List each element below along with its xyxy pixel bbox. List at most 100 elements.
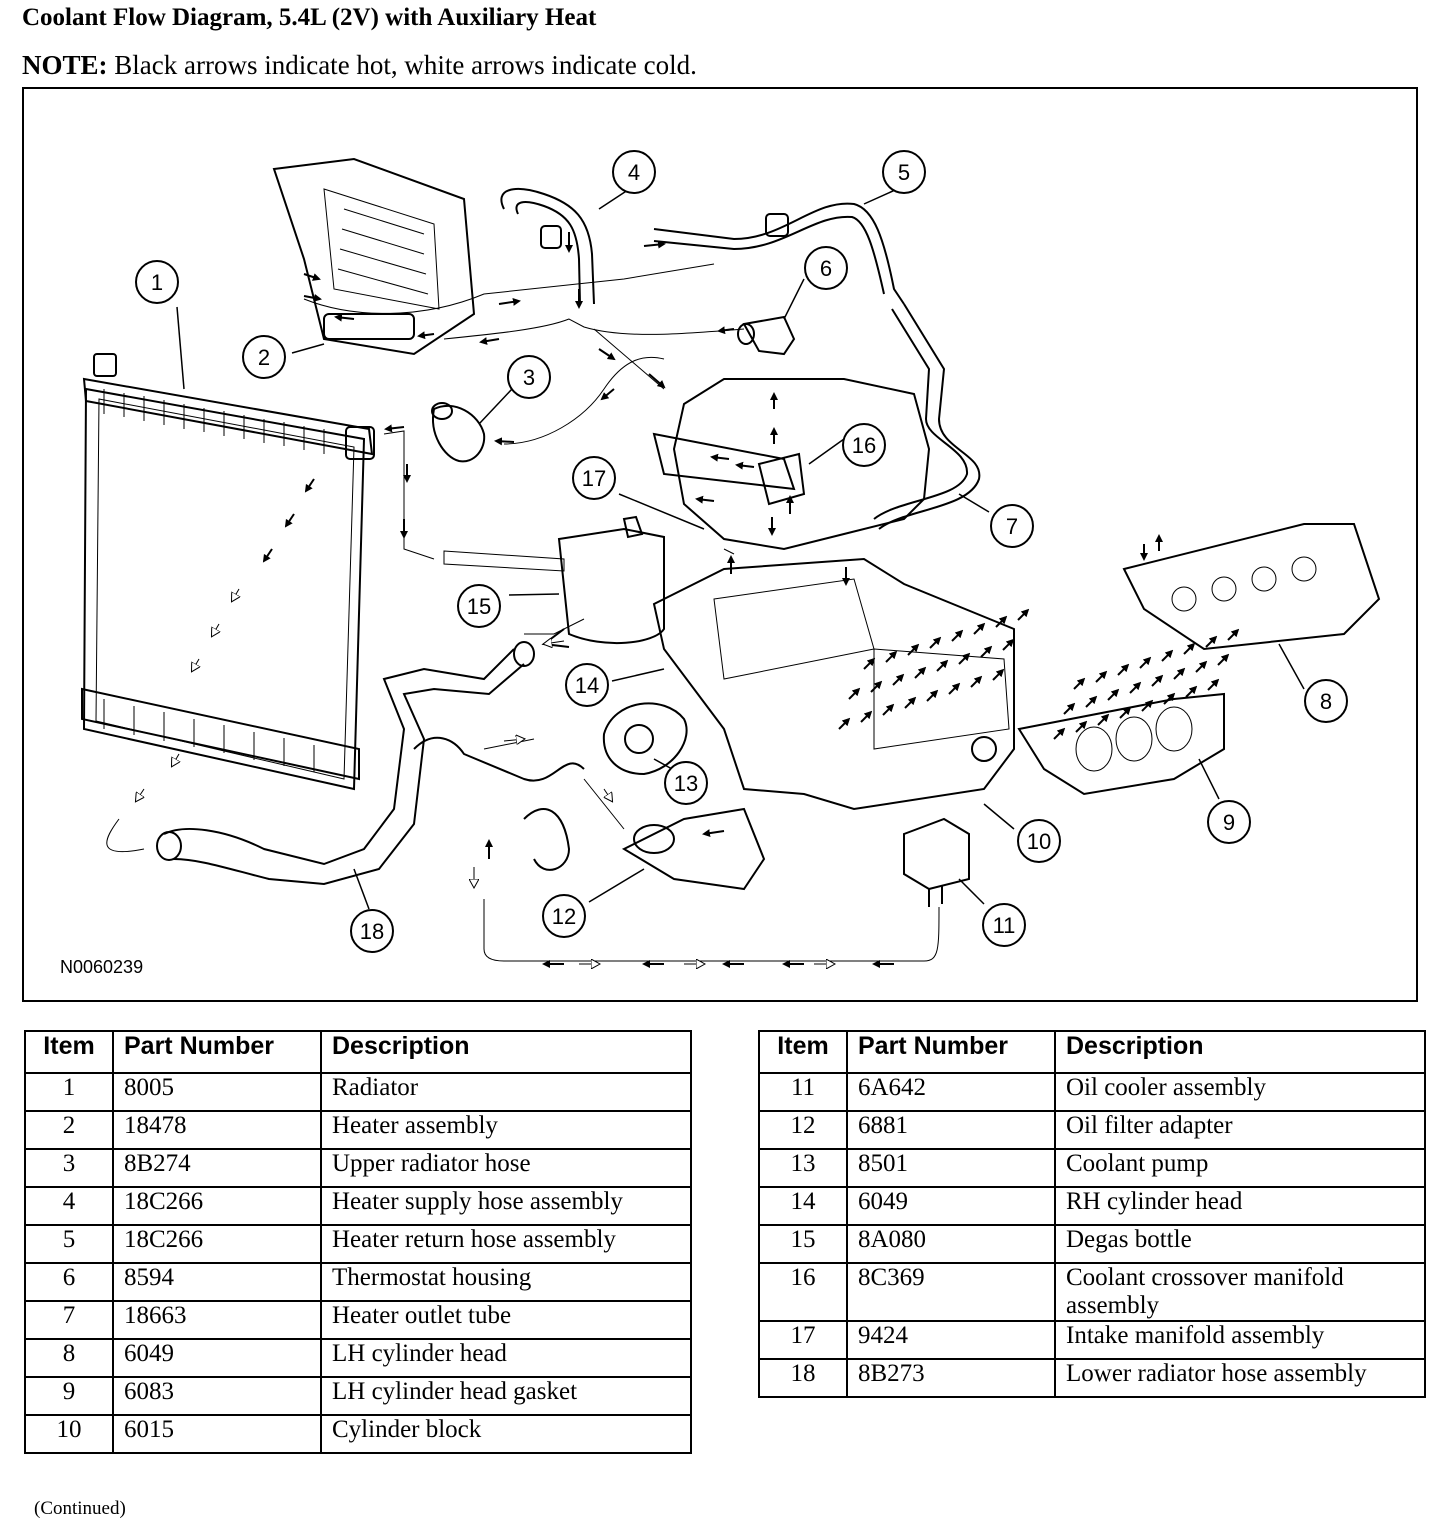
table-cell-part-number: 18663 bbox=[112, 1300, 322, 1340]
table-cell-item: 15 bbox=[758, 1224, 848, 1264]
callout-number: 9 bbox=[1223, 810, 1235, 835]
table-cell-item: 10 bbox=[24, 1414, 114, 1454]
lh-cylinder-head-drawing bbox=[1122, 523, 1381, 651]
table-cell-description: Heater supply hose assembly bbox=[320, 1186, 692, 1226]
coolant-pump-drawing bbox=[602, 702, 688, 776]
hot-flow-arrow bbox=[1183, 642, 1196, 655]
oil-cooler-drawing bbox=[903, 817, 970, 907]
callout-number: 13 bbox=[674, 771, 698, 796]
table-cell-part-number: 6083 bbox=[112, 1376, 322, 1416]
hot-flow-arrow bbox=[870, 680, 883, 693]
hot-flow-arrow bbox=[882, 703, 895, 716]
callout-1: 1 bbox=[135, 260, 179, 304]
hot-flow-arrow bbox=[860, 710, 873, 723]
column-header-part-number: Part Number bbox=[846, 1030, 1056, 1074]
callout-7: 7 bbox=[990, 504, 1034, 548]
callout-number: 18 bbox=[360, 919, 384, 944]
table-cell-item: 1 bbox=[24, 1072, 114, 1112]
hot-flow-arrow bbox=[1119, 706, 1132, 719]
callout-number: 10 bbox=[1027, 829, 1051, 854]
hot-flow-arrow bbox=[926, 689, 939, 702]
table-cell-description: Heater return hose assembly bbox=[320, 1224, 692, 1264]
callout-18: 18 bbox=[350, 909, 394, 953]
callout-10: 10 bbox=[1017, 819, 1061, 863]
lower-radiator-hose-drawing bbox=[156, 641, 585, 886]
column-header-item: Item bbox=[24, 1030, 114, 1074]
lh-head-gasket-drawing bbox=[1017, 692, 1225, 796]
table-cell-part-number: 6015 bbox=[112, 1414, 322, 1454]
table-cell-part-number: 8005 bbox=[112, 1072, 322, 1112]
hot-flow-arrow bbox=[1063, 702, 1076, 715]
callout-number: 14 bbox=[575, 673, 599, 698]
table-cell-description: Thermostat housing bbox=[320, 1262, 692, 1302]
table-cell-description: Coolant pump bbox=[1054, 1148, 1426, 1188]
note-text: Black arrows indicate hot, white arrows … bbox=[114, 50, 697, 80]
table-cell-part-number: 8594 bbox=[112, 1262, 322, 1302]
callout-number: 7 bbox=[1006, 514, 1018, 539]
cold-flow-arrows bbox=[136, 588, 834, 964]
hot-flow-arrow bbox=[1053, 727, 1066, 740]
table-cell-item: 11 bbox=[758, 1072, 848, 1112]
table-cell-item: 8 bbox=[24, 1338, 114, 1378]
callout-number: 6 bbox=[820, 256, 832, 281]
table-header-row: Item Part Number Description bbox=[758, 1030, 1426, 1074]
callout-number: 15 bbox=[467, 594, 491, 619]
callout-6: 6 bbox=[804, 246, 848, 290]
hot-flow-arrow bbox=[1075, 720, 1088, 733]
table-cell-description: Lower radiator hose assembly bbox=[1054, 1358, 1426, 1398]
callout-14: 14 bbox=[565, 663, 609, 707]
table-cell-part-number: 18C266 bbox=[112, 1186, 322, 1226]
hot-flow-arrow bbox=[1227, 628, 1240, 641]
callout-number: 3 bbox=[523, 365, 535, 390]
table-cell-description: Oil cooler assembly bbox=[1054, 1072, 1426, 1112]
table-cell-part-number: 8B274 bbox=[112, 1148, 322, 1188]
callout-3: 3 bbox=[507, 355, 551, 399]
callout-16: 16 bbox=[842, 423, 886, 467]
table-cell-description: Coolant crossover manifold assembly bbox=[1054, 1262, 1426, 1322]
table-cell-description: LH cylinder head gasket bbox=[320, 1376, 692, 1416]
page-title: Coolant Flow Diagram, 5.4L (2V) with Aux… bbox=[22, 4, 597, 31]
hot-flow-arrow bbox=[1097, 713, 1110, 726]
hot-flow-arrow bbox=[1017, 608, 1030, 621]
table-cell-description: Heater outlet tube bbox=[320, 1300, 692, 1340]
table-cell-item: 6 bbox=[24, 1262, 114, 1302]
table-cell-part-number: 8C369 bbox=[846, 1262, 1056, 1322]
hot-flow-arrow bbox=[1085, 695, 1098, 708]
callout-12: 12 bbox=[542, 894, 586, 938]
callout-number: 8 bbox=[1320, 689, 1332, 714]
table-cell-description: Radiator bbox=[320, 1072, 692, 1112]
hot-flow-arrow bbox=[863, 657, 876, 670]
hot-flow-arrows bbox=[262, 232, 1163, 968]
table-cell-part-number: 8B273 bbox=[846, 1358, 1056, 1398]
table-cell-part-number: 8A080 bbox=[846, 1224, 1056, 1264]
column-header-part-number: Part Number bbox=[112, 1030, 322, 1074]
table-cell-part-number: 6049 bbox=[112, 1338, 322, 1378]
table-cell-description: RH cylinder head bbox=[1054, 1186, 1426, 1226]
hot-flow-arrow bbox=[848, 687, 861, 700]
callout-number: 2 bbox=[258, 345, 270, 370]
hot-flow-arrow bbox=[1107, 688, 1120, 701]
table-cell-item: 13 bbox=[758, 1148, 848, 1188]
figure-id: N0060239 bbox=[60, 957, 144, 977]
hot-flow-arrow bbox=[948, 682, 961, 695]
heater-supply-hose-drawing bbox=[500, 188, 595, 305]
heater-return-hose-drawing bbox=[653, 202, 981, 530]
upper-radiator-hose-drawing bbox=[431, 402, 486, 463]
table-cell-item: 2 bbox=[24, 1110, 114, 1150]
hot-flow-arrow bbox=[1185, 685, 1198, 698]
